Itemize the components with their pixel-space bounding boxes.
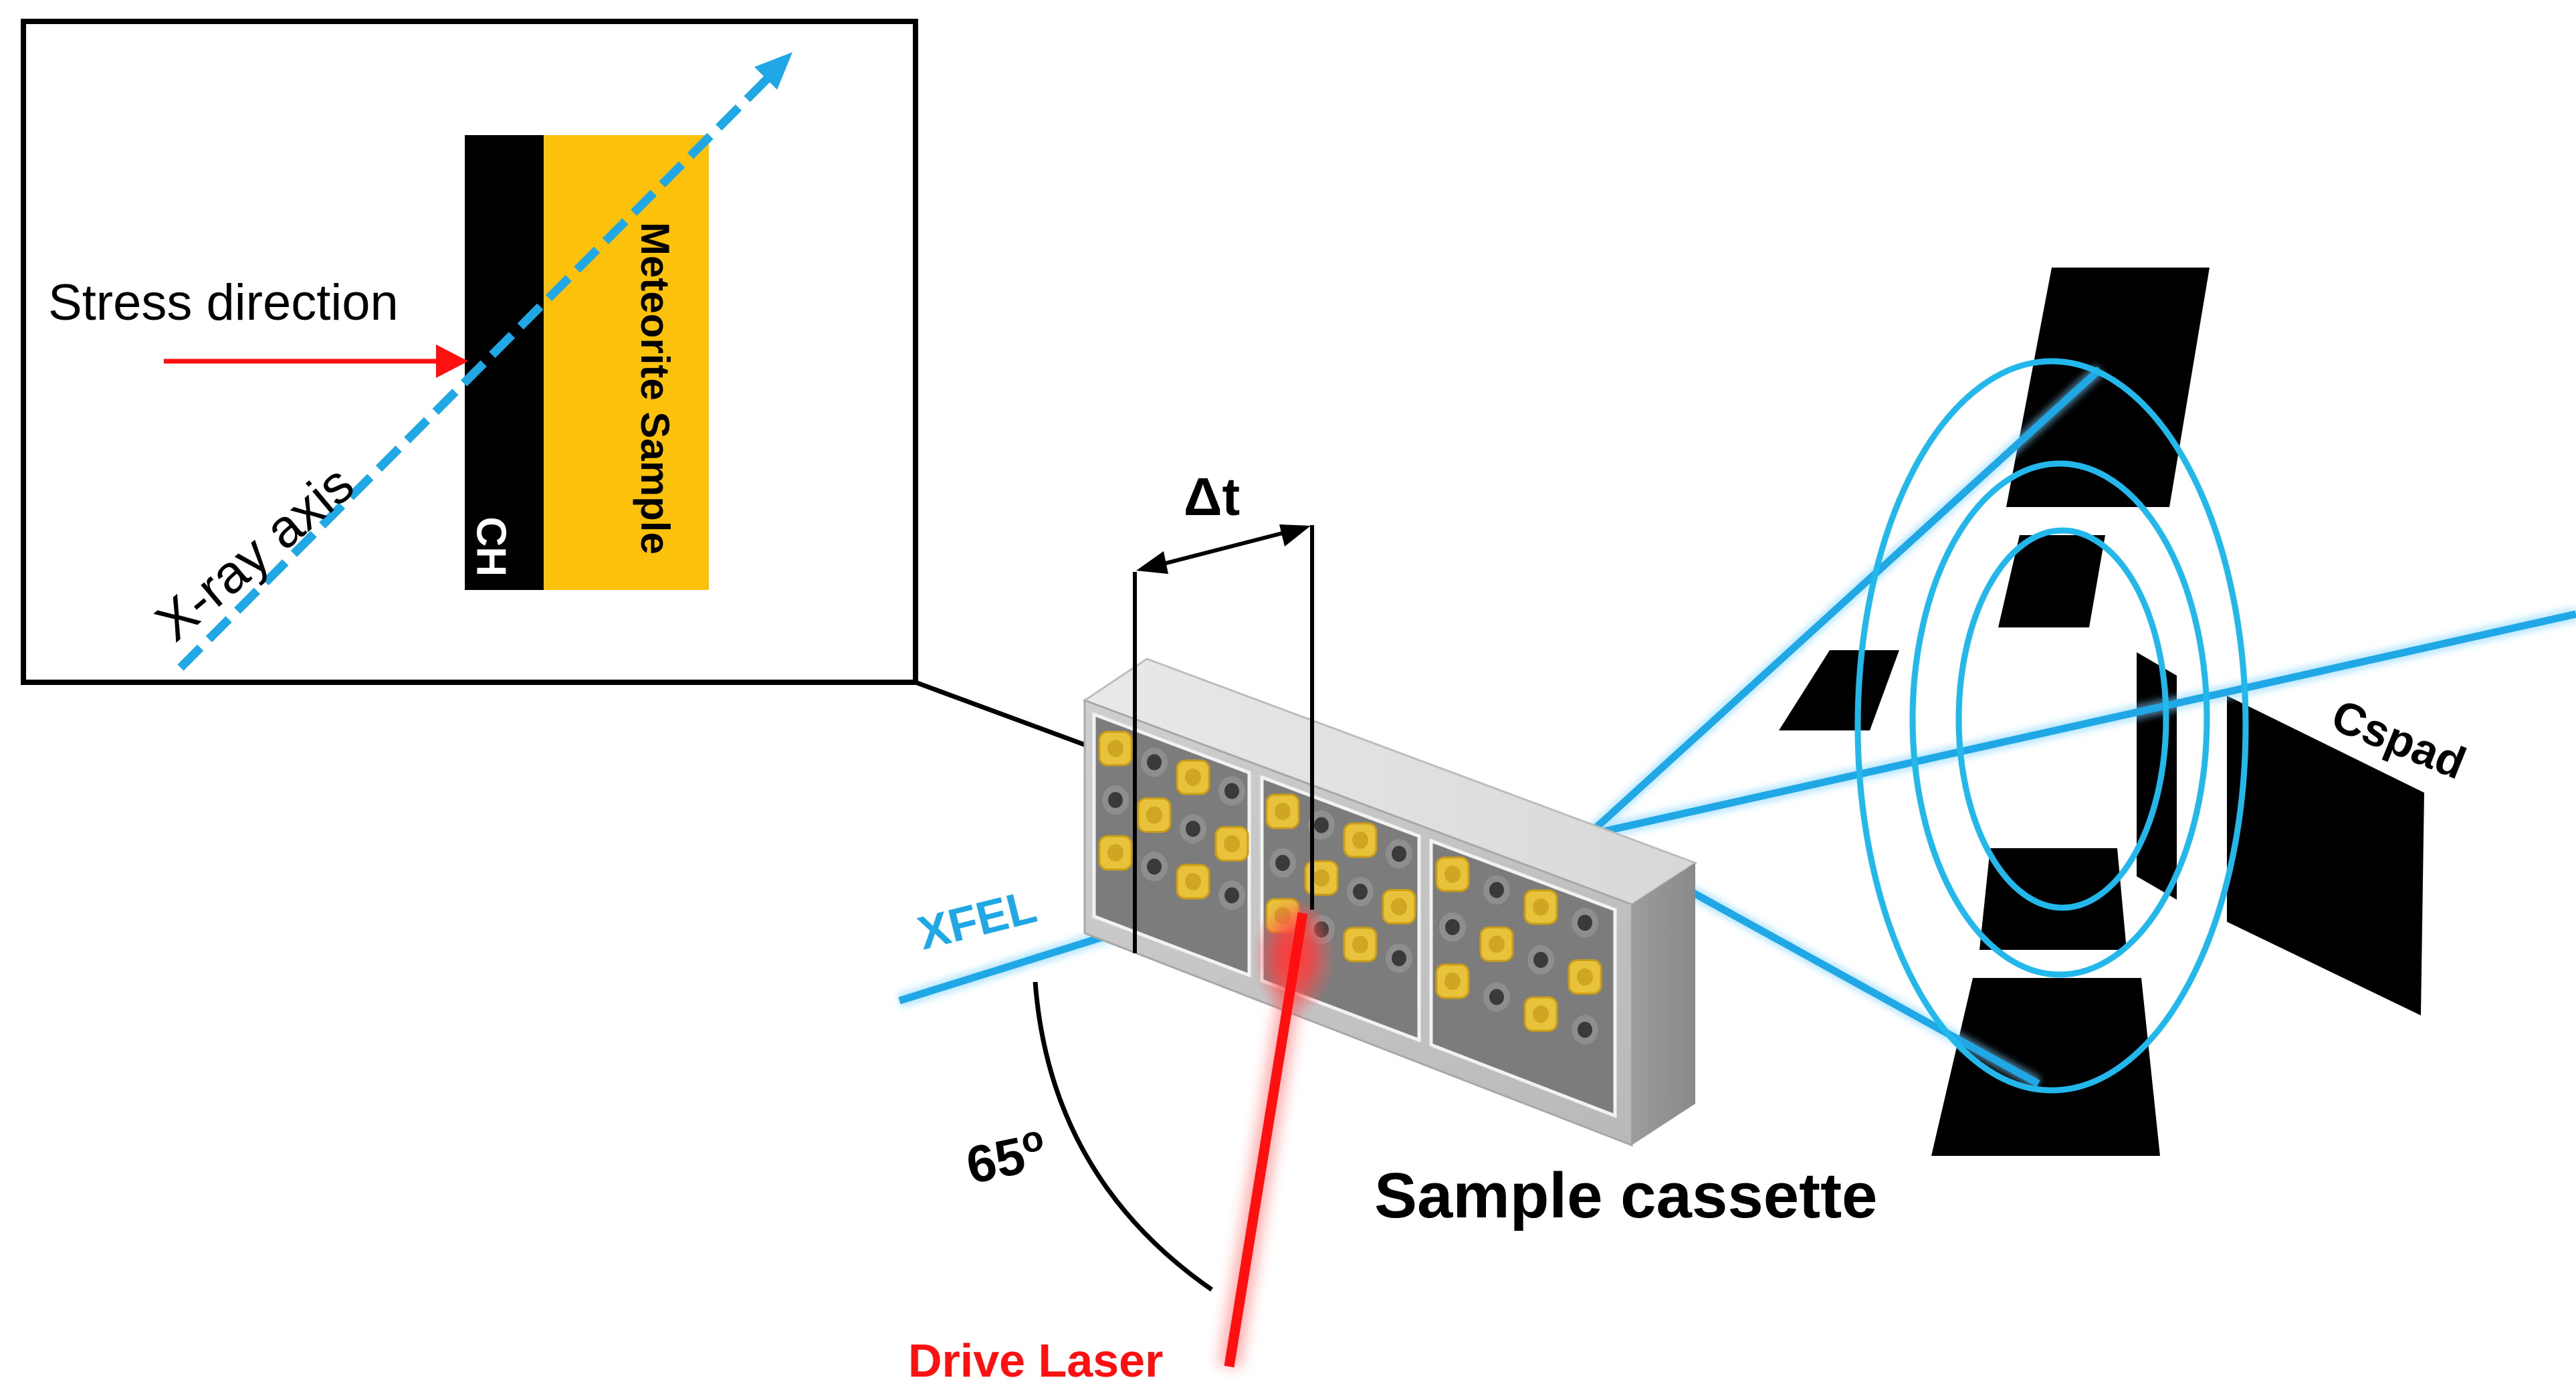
- detector-panel-right-outer: [2227, 696, 2424, 1015]
- detector-panel-bottom: [1931, 978, 2160, 1156]
- target-pad-center: [1391, 898, 1407, 916]
- delta-t-arrow-right: [1279, 524, 1311, 547]
- drive-laser-beam: [1224, 912, 1308, 1368]
- inset-callout-line: [914, 680, 1098, 752]
- detector-panel-lower-mid: [1979, 848, 2127, 950]
- target-pad-center: [1352, 831, 1368, 849]
- target-pad-center: [1185, 769, 1201, 786]
- inset-panel: Stress direction X-ray axis CH Meteorite…: [21, 19, 1098, 752]
- angle-indicator: 65o: [960, 981, 1213, 1292]
- empty-slot-hole: [1224, 783, 1239, 799]
- target-pad-center: [1146, 806, 1162, 824]
- detector-panel-left: [1779, 650, 1899, 730]
- target-pad-center: [1444, 866, 1461, 883]
- ch-label: CH: [468, 516, 514, 577]
- target-pad-center: [1185, 873, 1201, 890]
- empty-slot-hole: [1578, 1021, 1592, 1038]
- target-pad-center: [1107, 844, 1123, 862]
- cspad-detector: Cspad: [1779, 268, 2473, 1156]
- angle-label: 65o: [960, 1118, 1051, 1195]
- delta-t-arrow-left: [1136, 551, 1168, 574]
- drive-laser: Drive Laser: [908, 911, 1314, 1387]
- empty-slot-hole: [1275, 855, 1290, 871]
- diffraction-cone-upper: [1586, 366, 2103, 838]
- delta-t-span-line: [1144, 526, 1301, 571]
- empty-slot-hole: [1147, 858, 1162, 875]
- xfel-label: XFEL: [913, 880, 1041, 960]
- cassette-side-face: [1632, 863, 1695, 1145]
- xray-axis-arrowhead: [754, 52, 792, 90]
- stress-direction-label: Stress direction: [48, 274, 399, 331]
- target-pad-center: [1224, 835, 1240, 853]
- diffraction-rings: [1854, 358, 2249, 1094]
- meteorite-sample-label: Meteorite Sample: [633, 222, 677, 555]
- empty-slot-hole: [1578, 914, 1592, 931]
- detector-panel-upper-mid: [1998, 535, 2105, 627]
- empty-slot-hole: [1489, 882, 1504, 898]
- angle-arc: [1033, 981, 1213, 1292]
- xfel-transmitted-beam: [1587, 610, 2576, 839]
- empty-slot-hole: [1445, 919, 1460, 935]
- diffraction-ring-inner: [1955, 527, 2169, 911]
- angle-value: 65: [961, 1126, 1030, 1195]
- target-pad-center: [1489, 935, 1505, 953]
- empty-slot-hole: [1533, 952, 1548, 968]
- empty-slot-hole: [1353, 884, 1368, 900]
- detector-panel-right-inner: [2137, 652, 2177, 900]
- empty-slot-hole: [1108, 792, 1123, 808]
- target-pad-center: [1533, 1005, 1549, 1023]
- empty-slot-hole: [1186, 821, 1200, 837]
- empty-slot-hole: [1224, 887, 1239, 904]
- target-pad-center: [1577, 968, 1593, 986]
- xray-axis-line: [177, 70, 776, 671]
- sample-cassette: [1082, 658, 1698, 1147]
- target-pad-center: [1275, 803, 1291, 820]
- empty-slot-hole: [1147, 754, 1162, 771]
- delta-t-marker: Δt: [1133, 467, 1314, 953]
- sample-cassette-label: Sample cassette: [1374, 1160, 1877, 1231]
- empty-slot-hole: [1392, 950, 1406, 967]
- empty-slot-hole: [1392, 846, 1406, 862]
- target-pad-center: [1352, 936, 1368, 953]
- target-pad-center: [1107, 740, 1123, 757]
- detector-panel-top: [2006, 268, 2210, 507]
- empty-slot-hole: [1489, 989, 1504, 1005]
- empty-slot-hole: [1314, 817, 1329, 833]
- diffraction-ring-middle: [1909, 460, 2210, 978]
- target-pad-center: [1444, 973, 1461, 990]
- target-pad-center: [1313, 869, 1329, 887]
- cassette-window-3: [1429, 838, 1617, 1118]
- meteorite-sample-layer: [542, 135, 709, 590]
- target-pad-center: [1533, 898, 1549, 916]
- drive-laser-label: Drive Laser: [908, 1334, 1163, 1387]
- delta-t-label: Δt: [1184, 467, 1240, 526]
- stress-arrow-head: [436, 344, 468, 378]
- ch-ablator-layer: [465, 135, 544, 590]
- diffraction-ring-outer: [1854, 358, 2249, 1094]
